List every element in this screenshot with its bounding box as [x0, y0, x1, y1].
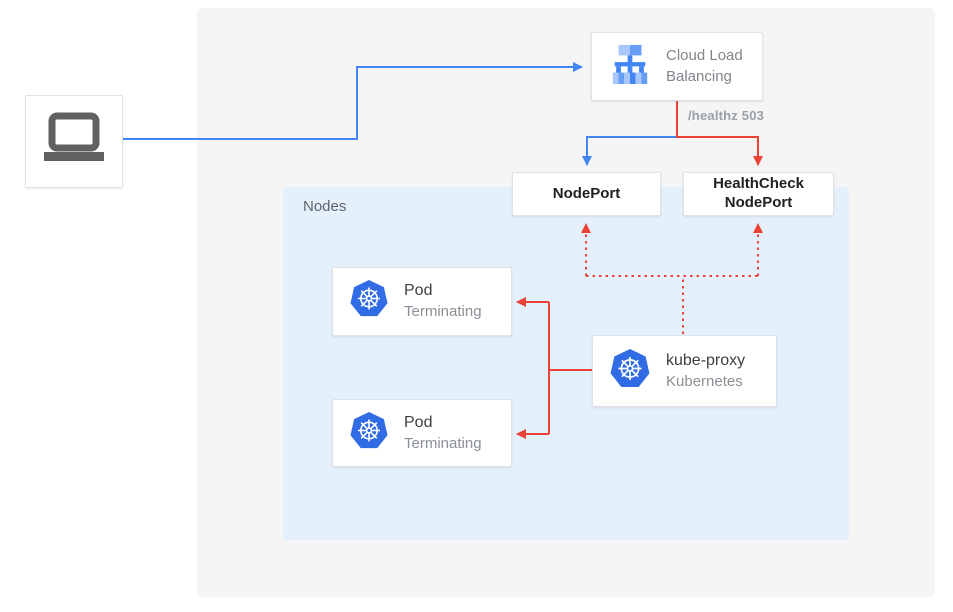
pod-status: Terminating	[404, 434, 482, 452]
nodeport-label: NodePort	[552, 184, 621, 202]
laptop-icon	[42, 112, 106, 171]
kubernetes-icon	[609, 348, 651, 395]
cloud-load-balancing-label: Cloud Load Balancing	[666, 47, 743, 85]
pod-node-1: Pod Terminating	[332, 267, 512, 336]
kube-proxy-subtitle: Kubernetes	[666, 372, 743, 390]
pod-status: Terminating	[404, 303, 482, 321]
kube-proxy-node: kube-proxy Kubernetes	[592, 335, 777, 407]
kubernetes-icon	[349, 411, 389, 456]
pod-title: Pod	[404, 413, 433, 431]
healthcheck-nodeport-label: HealthCheck NodePort	[713, 175, 804, 211]
nodes-label: Nodes	[303, 198, 347, 215]
healthcheck-nodeport-node: HealthCheck NodePort	[683, 172, 834, 216]
healthz-503-label: /healthz 503	[688, 108, 765, 123]
nodeport-node: NodePort	[512, 172, 661, 216]
pod-title: Pod	[404, 282, 433, 300]
cloud-load-balancing-node: Cloud Load Balancing	[591, 32, 763, 101]
kube-proxy-title: kube-proxy	[666, 351, 746, 369]
client-node	[25, 95, 123, 188]
kubernetes-icon	[349, 279, 389, 324]
cloud-load-balancing-icon	[607, 43, 653, 90]
pod-node-2: Pod Terminating	[332, 399, 512, 467]
